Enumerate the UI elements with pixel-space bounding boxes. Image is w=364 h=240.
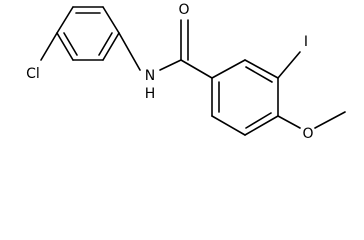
double-bond-inner	[245, 112, 272, 129]
amide-hydrogen-label: H	[145, 86, 156, 102]
chlorophenyl-ring	[56, 6, 120, 61]
ether-oxygen-label: O	[302, 126, 313, 142]
iodine-label: I	[304, 34, 308, 50]
double-bond-inner	[245, 66, 273, 83]
bond	[314, 111, 346, 129]
bond	[244, 59, 279, 79]
bond	[56, 6, 74, 34]
bond	[277, 51, 301, 79]
bond	[244, 115, 279, 136]
bond	[118, 32, 141, 71]
bond	[102, 32, 120, 61]
chemical-structure: Cl N H O I O	[26, 2, 346, 142]
double-bond-inner	[63, 32, 78, 56]
double-bond-inner	[98, 32, 113, 56]
bond	[40, 32, 58, 61]
bond	[180, 59, 213, 79]
bond	[102, 6, 120, 34]
bond	[159, 59, 182, 71]
bond	[211, 115, 246, 136]
amide-nitrogen-label: N	[145, 68, 155, 84]
bond	[211, 59, 246, 79]
chlorine-label: Cl	[26, 66, 40, 82]
iodo-methoxyphenyl-ring	[211, 59, 279, 136]
carbonyl-oxygen-label: O	[178, 2, 189, 18]
bond	[56, 32, 74, 61]
bond	[277, 115, 301, 129]
